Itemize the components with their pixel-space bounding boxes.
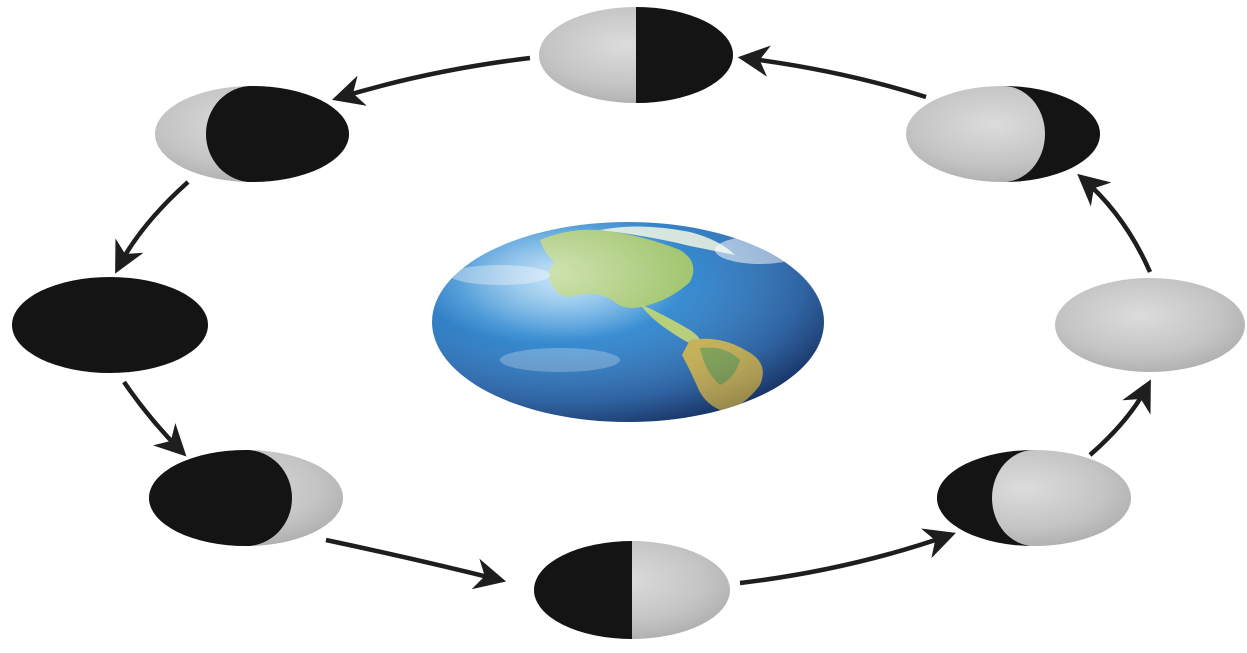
moon-last-quarter [539, 7, 733, 103]
moon-new [12, 277, 208, 373]
moon-full [1055, 278, 1245, 372]
moon-waning-crescent [155, 86, 349, 182]
moon-first-quarter [534, 541, 730, 639]
arrow-last-quarter-to-waning-crescent [338, 58, 530, 98]
arrow-waning-crescent-to-new [118, 182, 188, 268]
arrow-waxing-crescent-to-first-quarter [326, 540, 500, 580]
moon-waning-gibbous [906, 86, 1100, 182]
arrow-waxing-gibbous-to-full [1090, 385, 1148, 455]
arrow-new-to-waxing-crescent [124, 382, 182, 452]
moon-waxing-crescent [149, 450, 343, 546]
earth [432, 222, 824, 422]
arrow-first-quarter-to-waxing-gibbous [740, 535, 950, 583]
arrow-waning-gibbous-to-last-quarter [744, 58, 926, 97]
moon-waxing-gibbous [937, 450, 1131, 546]
arrow-full-to-waning-gibbous [1082, 178, 1150, 272]
